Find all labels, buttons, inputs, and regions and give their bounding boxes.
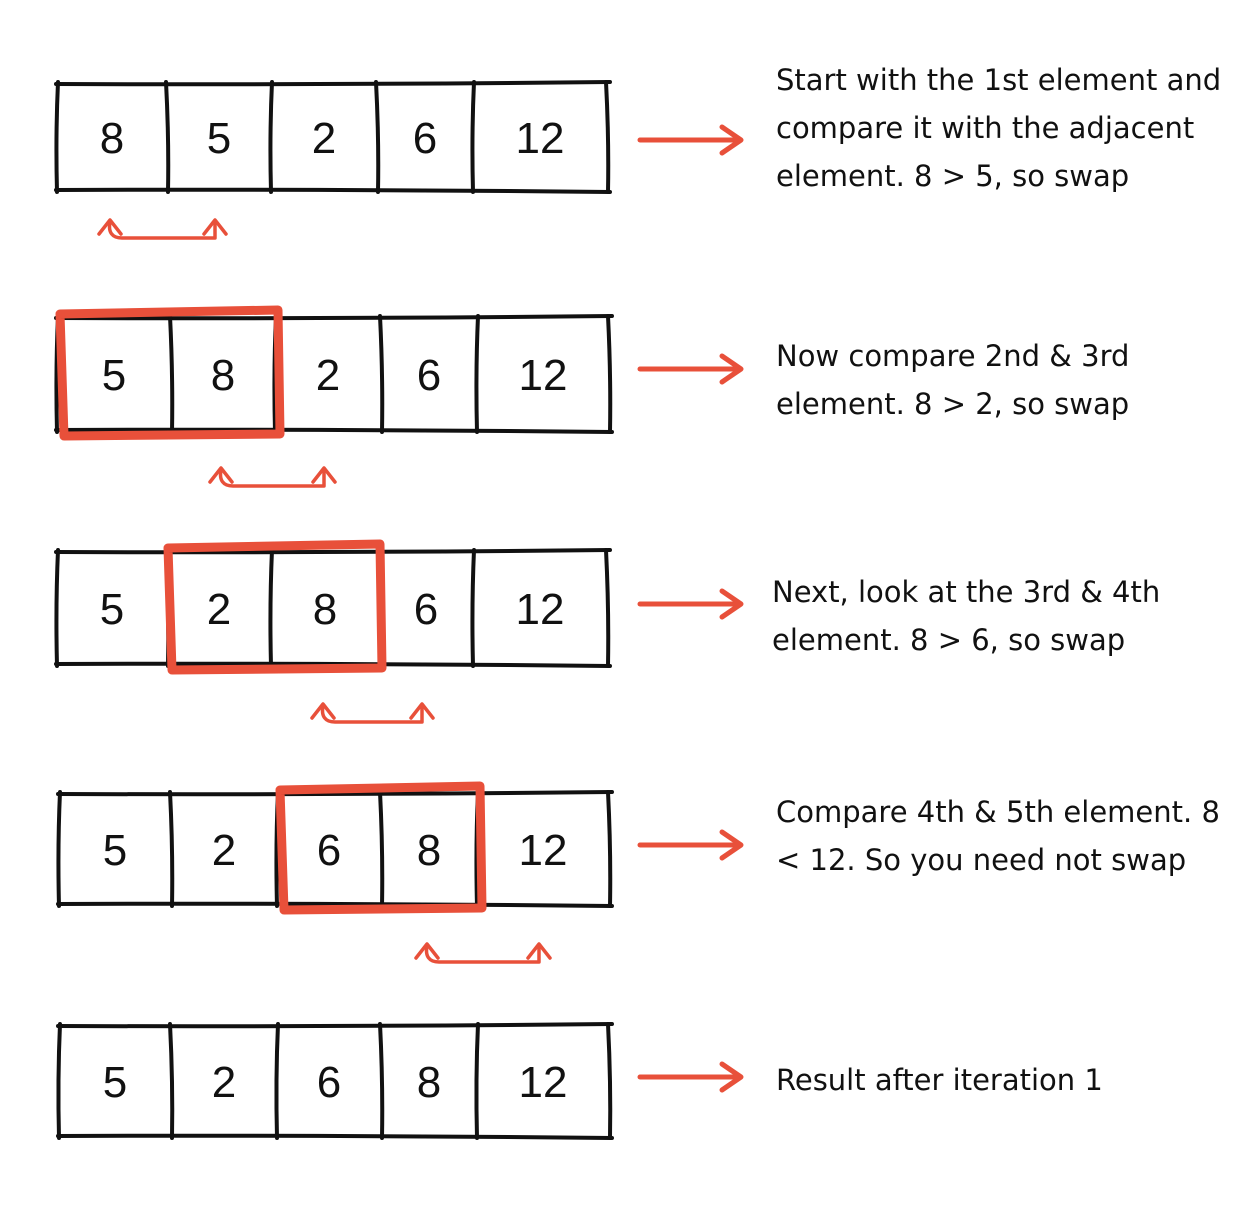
array-top-edge bbox=[56, 790, 614, 797]
swap-highlight-box bbox=[163, 539, 387, 675]
cell-divider bbox=[268, 80, 274, 194]
step-2-description: Now compare 2nd & 3rd element. 8 > 2, so… bbox=[776, 339, 1130, 421]
cell-divider bbox=[378, 314, 385, 434]
array-top-edge bbox=[54, 80, 612, 87]
array-top-edge bbox=[54, 314, 614, 321]
cell-value: 2 bbox=[212, 826, 236, 875]
cell-value: 5 bbox=[207, 114, 231, 163]
cell-divider bbox=[168, 790, 175, 908]
cell-divider bbox=[374, 80, 381, 194]
array-row-3: 5 2 8 6 12 bbox=[54, 539, 612, 675]
array-row-4: 5 2 6 8 12 bbox=[56, 781, 614, 915]
array-bottom-edge bbox=[56, 901, 614, 908]
cell-divider bbox=[470, 548, 476, 668]
cell-value: 12 bbox=[519, 1058, 568, 1107]
cell-value: 12 bbox=[516, 585, 565, 634]
step-arrow-icon bbox=[637, 353, 744, 385]
step-arrow-icon bbox=[637, 829, 744, 861]
step-5-description: Result after iteration 1 bbox=[776, 1063, 1103, 1097]
cell-value: 8 bbox=[417, 1058, 441, 1107]
cell-value: 6 bbox=[317, 1058, 341, 1107]
cell-divider bbox=[474, 314, 480, 434]
cell-value: 2 bbox=[207, 585, 231, 634]
cell-divider bbox=[604, 548, 611, 668]
cell-divider bbox=[54, 548, 60, 668]
cell-value: 5 bbox=[100, 585, 124, 634]
cell-value: 2 bbox=[316, 351, 340, 400]
step-4-description: Compare 4th & 5th element. 8 < 12. So yo… bbox=[776, 795, 1220, 877]
compare-bracket-icon bbox=[414, 942, 552, 964]
cell-value: 12 bbox=[516, 114, 565, 163]
step-arrow-icon bbox=[637, 588, 744, 620]
cell-divider bbox=[606, 1022, 613, 1140]
cell-value: 6 bbox=[414, 585, 438, 634]
cell-value: 5 bbox=[102, 351, 126, 400]
swap-highlight-box bbox=[275, 781, 487, 915]
cell-divider bbox=[470, 80, 476, 194]
array-top-edge bbox=[54, 548, 612, 555]
cell-value: 8 bbox=[313, 585, 337, 634]
cell-divider bbox=[268, 548, 274, 668]
cell-value: 12 bbox=[519, 826, 568, 875]
array-bottom-edge bbox=[54, 427, 614, 434]
array-top-edge bbox=[56, 1022, 614, 1029]
cell-value: 5 bbox=[103, 826, 127, 875]
cell-divider bbox=[56, 790, 62, 908]
cell-divider bbox=[606, 314, 613, 434]
swap-highlight-box bbox=[55, 305, 285, 441]
compare-bracket-icon bbox=[97, 218, 228, 240]
array-row-2: 5 8 2 6 12 bbox=[54, 305, 614, 441]
cell-divider bbox=[474, 1022, 480, 1140]
cell-value: 8 bbox=[211, 351, 235, 400]
cell-value: 2 bbox=[312, 114, 336, 163]
cell-value: 8 bbox=[417, 826, 441, 875]
array-row-5: 5 2 6 8 12 bbox=[56, 1022, 614, 1140]
array-bottom-edge bbox=[54, 187, 612, 194]
cell-divider bbox=[168, 314, 175, 434]
array-bottom-edge bbox=[56, 1133, 614, 1140]
cell-divider bbox=[164, 80, 171, 194]
cell-divider bbox=[168, 1022, 175, 1140]
cell-value: 2 bbox=[212, 1058, 236, 1107]
cell-value: 8 bbox=[100, 114, 124, 163]
cell-value: 6 bbox=[413, 114, 437, 163]
cell-divider bbox=[274, 1022, 280, 1140]
step-arrow-icon bbox=[637, 124, 744, 156]
cell-divider bbox=[606, 790, 613, 908]
cell-divider bbox=[378, 1022, 385, 1140]
cell-divider bbox=[378, 790, 385, 908]
cell-value: 6 bbox=[417, 351, 441, 400]
cell-divider bbox=[56, 1022, 62, 1140]
step-3-description: Next, look at the 3rd & 4th element. 8 >… bbox=[772, 575, 1161, 657]
step-arrow-icon bbox=[637, 1061, 744, 1093]
array-row-1: 8 5 2 6 12 bbox=[54, 80, 612, 194]
cell-value: 6 bbox=[317, 826, 341, 875]
cell-divider bbox=[54, 80, 60, 194]
compare-bracket-icon bbox=[310, 702, 435, 724]
step-1-description: Start with the 1st element and compare i… bbox=[776, 63, 1222, 193]
compare-bracket-icon bbox=[208, 466, 337, 488]
cell-divider bbox=[604, 80, 611, 194]
cell-value: 5 bbox=[103, 1058, 127, 1107]
cell-value: 12 bbox=[519, 351, 568, 400]
